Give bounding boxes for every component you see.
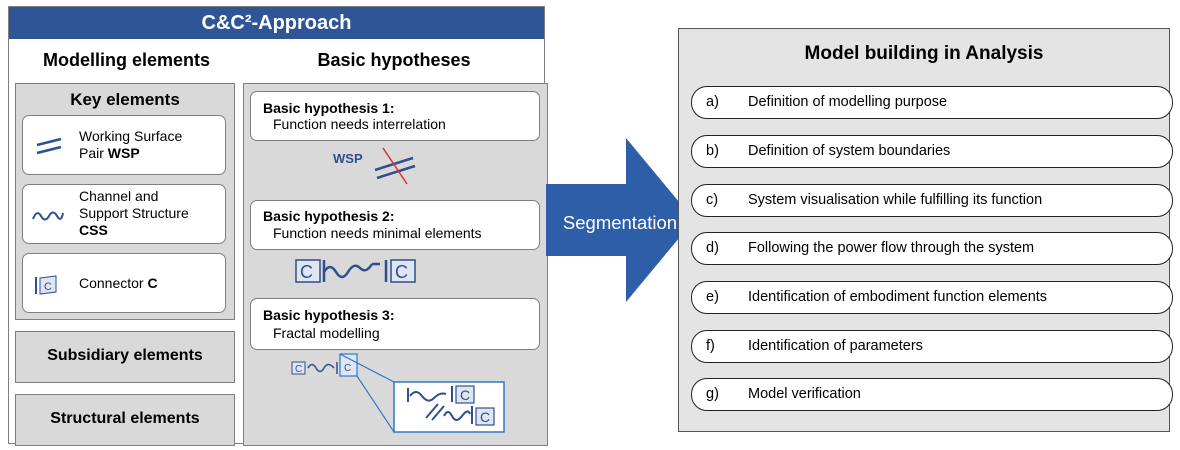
connector-card: C Connector C (22, 253, 226, 313)
fractal-connector-letter: C (295, 364, 302, 375)
hypothesis-2-text: Function needs minimal elements (273, 225, 482, 241)
css-card-line2: Support Structure (79, 205, 189, 221)
wsp-illustration-label: WSP (333, 151, 363, 166)
model-building-title: Model building in Analysis (804, 43, 1044, 64)
wave-icon (32, 211, 64, 221)
connector-card-abbrev: C (147, 275, 158, 291)
step-f-letter: f) (706, 338, 715, 354)
connector-letter-right: C (395, 262, 408, 282)
key-elements-title: Key elements (70, 90, 180, 109)
step-b-text: Definition of system boundaries (748, 143, 951, 159)
wsp-card-line1: Working Surface (79, 128, 183, 144)
step-c: c) System visualisation while fulfilling… (691, 184, 1173, 217)
step-g: g) Model verification (691, 378, 1173, 411)
hypothesis-2-title: Basic hypothesis 2: (263, 208, 395, 224)
step-f: f) Identification of parameters (691, 330, 1173, 363)
css-card: Channel and Support Structure CSS (22, 184, 226, 244)
hypothesis-3-title: Basic hypothesis 3: (263, 307, 395, 323)
step-d: d) Following the power flow through the … (691, 232, 1173, 265)
double-line-icon (36, 137, 62, 155)
structural-elements-box: Structural elements (15, 394, 235, 446)
hypothesis-1-text: Function needs interrelation (273, 116, 446, 132)
step-c-letter: c) (706, 192, 719, 208)
fractal-connector-letter-2: C (344, 363, 351, 374)
basic-hypotheses-heading: Basic hypotheses (317, 50, 471, 70)
fractal-connector-letter-4: C (480, 409, 490, 425)
hypothesis-1-title: Basic hypothesis 1: (263, 100, 395, 116)
css-card-line1: Channel and (79, 188, 159, 204)
step-e-letter: e) (706, 289, 719, 305)
wsp-card-abbrev: WSP (107, 145, 140, 161)
hypothesis-3-text: Fractal modelling (273, 325, 380, 341)
step-a: a) Definition of modelling purpose (691, 86, 1173, 119)
fractal-connector-letter-3: C (460, 387, 470, 403)
step-a-letter: a) (706, 94, 719, 110)
segmentation-arrow (546, 138, 694, 302)
step-e: e) Identification of embodiment function… (691, 281, 1173, 314)
step-e-text: Identification of embodiment function el… (748, 289, 1048, 305)
step-f-text: Identification of parameters (748, 338, 923, 354)
step-c-text: System visualisation while fulfilling it… (748, 192, 1043, 208)
step-g-text: Model verification (748, 386, 861, 402)
step-b: b) Definition of system boundaries (691, 135, 1173, 168)
wsp-interrelation-icon (374, 147, 416, 185)
step-a-text: Definition of modelling purpose (748, 94, 948, 110)
connector-card-label: Connector (79, 275, 148, 291)
step-d-text: Following the power flow through the sys… (748, 240, 1035, 256)
subsidiary-elements-box: Subsidiary elements (15, 331, 235, 383)
wsp-card: Working Surface Pair WSP (22, 115, 226, 175)
svg-text:C: C (44, 281, 52, 293)
subsidiary-elements-label: Subsidiary elements (47, 347, 203, 364)
hypothesis-1-card: Basic hypothesis 1: Function needs inter… (250, 91, 540, 141)
modelling-elements-heading: Modelling elements (42, 50, 211, 70)
css-card-abbrev: CSS (79, 222, 108, 238)
structural-elements-label: Structural elements (50, 410, 200, 427)
fractal-modelling-icon: C C C C (291, 353, 505, 433)
hypothesis-3-card: Basic hypothesis 3: Fractal modelling (250, 298, 540, 350)
wsp-card-line2: Pair (79, 145, 108, 161)
step-b-letter: b) (706, 143, 719, 159)
cc2-approach-title: C&C²-Approach (9, 7, 544, 39)
step-g-letter: g) (706, 386, 719, 402)
connector-letter-left: C (300, 262, 313, 282)
connector-c-icon: C (35, 275, 57, 295)
step-d-letter: d) (706, 240, 719, 256)
minimal-elements-icon: C C (295, 259, 416, 283)
hypothesis-2-card: Basic hypothesis 2: Function needs minim… (250, 200, 540, 250)
segmentation-label: Segmentation (562, 212, 678, 233)
